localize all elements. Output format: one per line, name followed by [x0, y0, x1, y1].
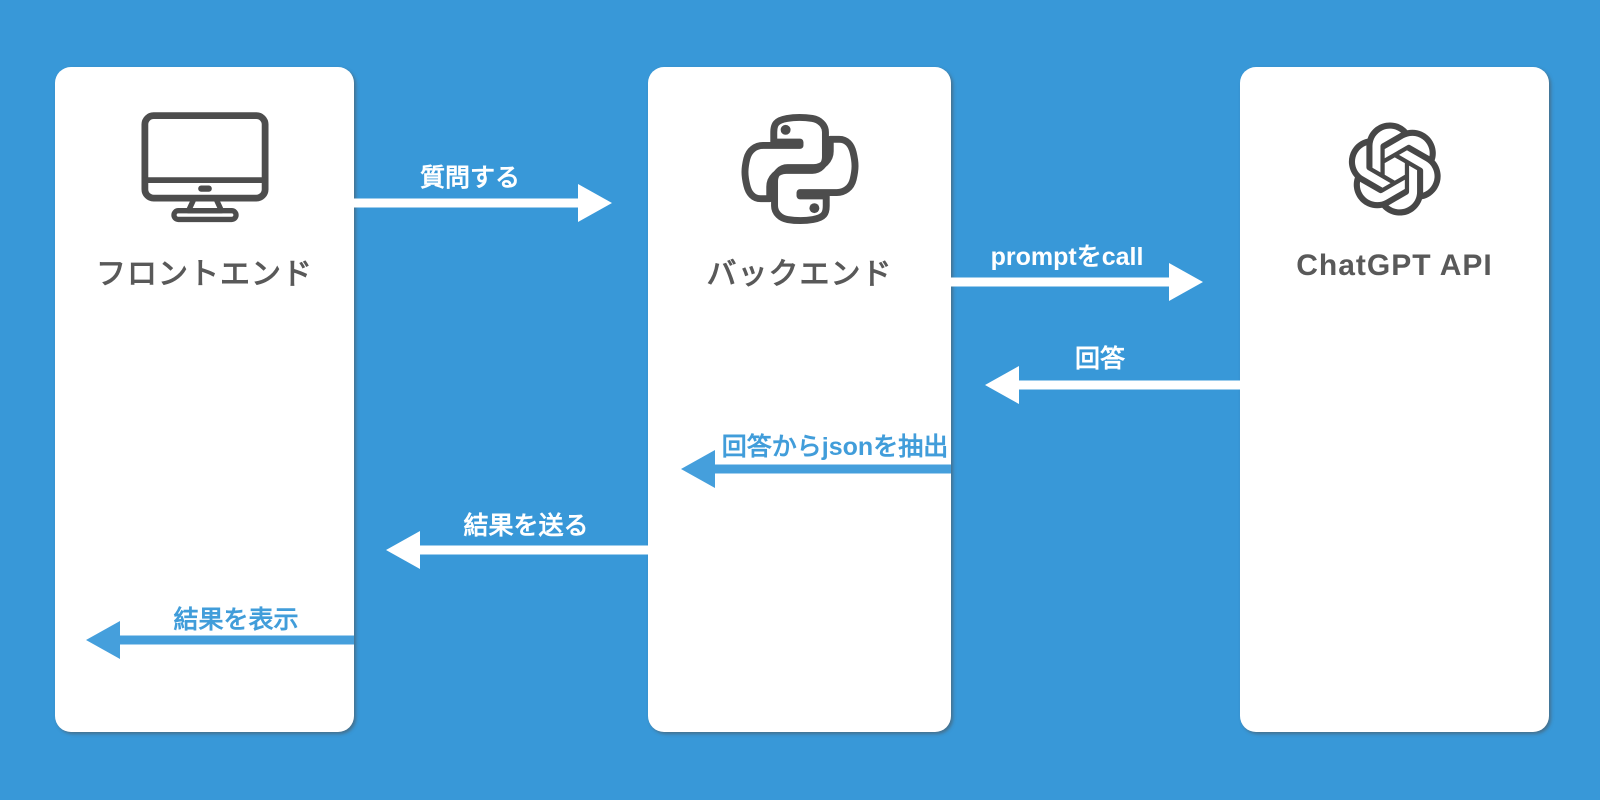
openai-icon: [1345, 105, 1445, 233]
node-chatgpt-api: ChatGPT API: [1240, 67, 1549, 732]
flow-label-extract-json: 回答からjsonを抽出: [721, 433, 949, 461]
node-frontend-label: フロントエンド: [96, 258, 313, 291]
flow-label-prompt-call: promptをcall: [990, 243, 1144, 271]
node-backend: バックエンド: [648, 67, 951, 732]
monitor-icon: [140, 105, 269, 233]
flow-label-answer: 回答: [1074, 345, 1126, 373]
flow-label-show-result: 結果を表示: [173, 606, 299, 634]
flow-label-question: 質問する: [419, 164, 521, 192]
python-icon: [739, 105, 861, 233]
flow-label-send-result: 結果を送る: [463, 512, 589, 540]
node-chatgpt-api-label: ChatGPT API: [1296, 249, 1493, 282]
node-backend-label: バックエンド: [706, 258, 893, 291]
